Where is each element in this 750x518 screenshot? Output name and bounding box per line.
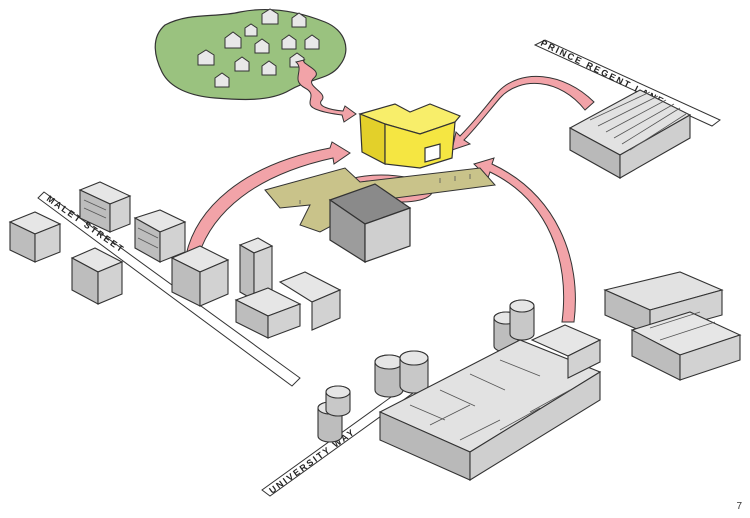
arrow-from-neighbourhood — [294, 59, 357, 123]
prince-regent-block: PRINCE REGENT LANE — [533, 38, 721, 179]
page-number: 7 — [736, 501, 742, 512]
malet-street-road — [37, 191, 301, 387]
university-way-label: UNIVERSITY WAY — [267, 426, 357, 495]
malet-street-cluster: MALET STREET — [8, 181, 342, 387]
connection-arrows — [185, 59, 595, 323]
arrow-from-university-way — [473, 157, 576, 323]
yellow-hub — [358, 103, 461, 169]
cylinders-middle — [374, 350, 429, 398]
cylinders-left — [317, 385, 351, 443]
green-neighbourhood — [154, 8, 347, 101]
arrow-from-malet-street — [185, 141, 351, 258]
university-way-cluster: UNIVERSITY WAY — [261, 271, 742, 497]
cylinders-top — [493, 299, 535, 353]
existing-building — [328, 183, 412, 264]
